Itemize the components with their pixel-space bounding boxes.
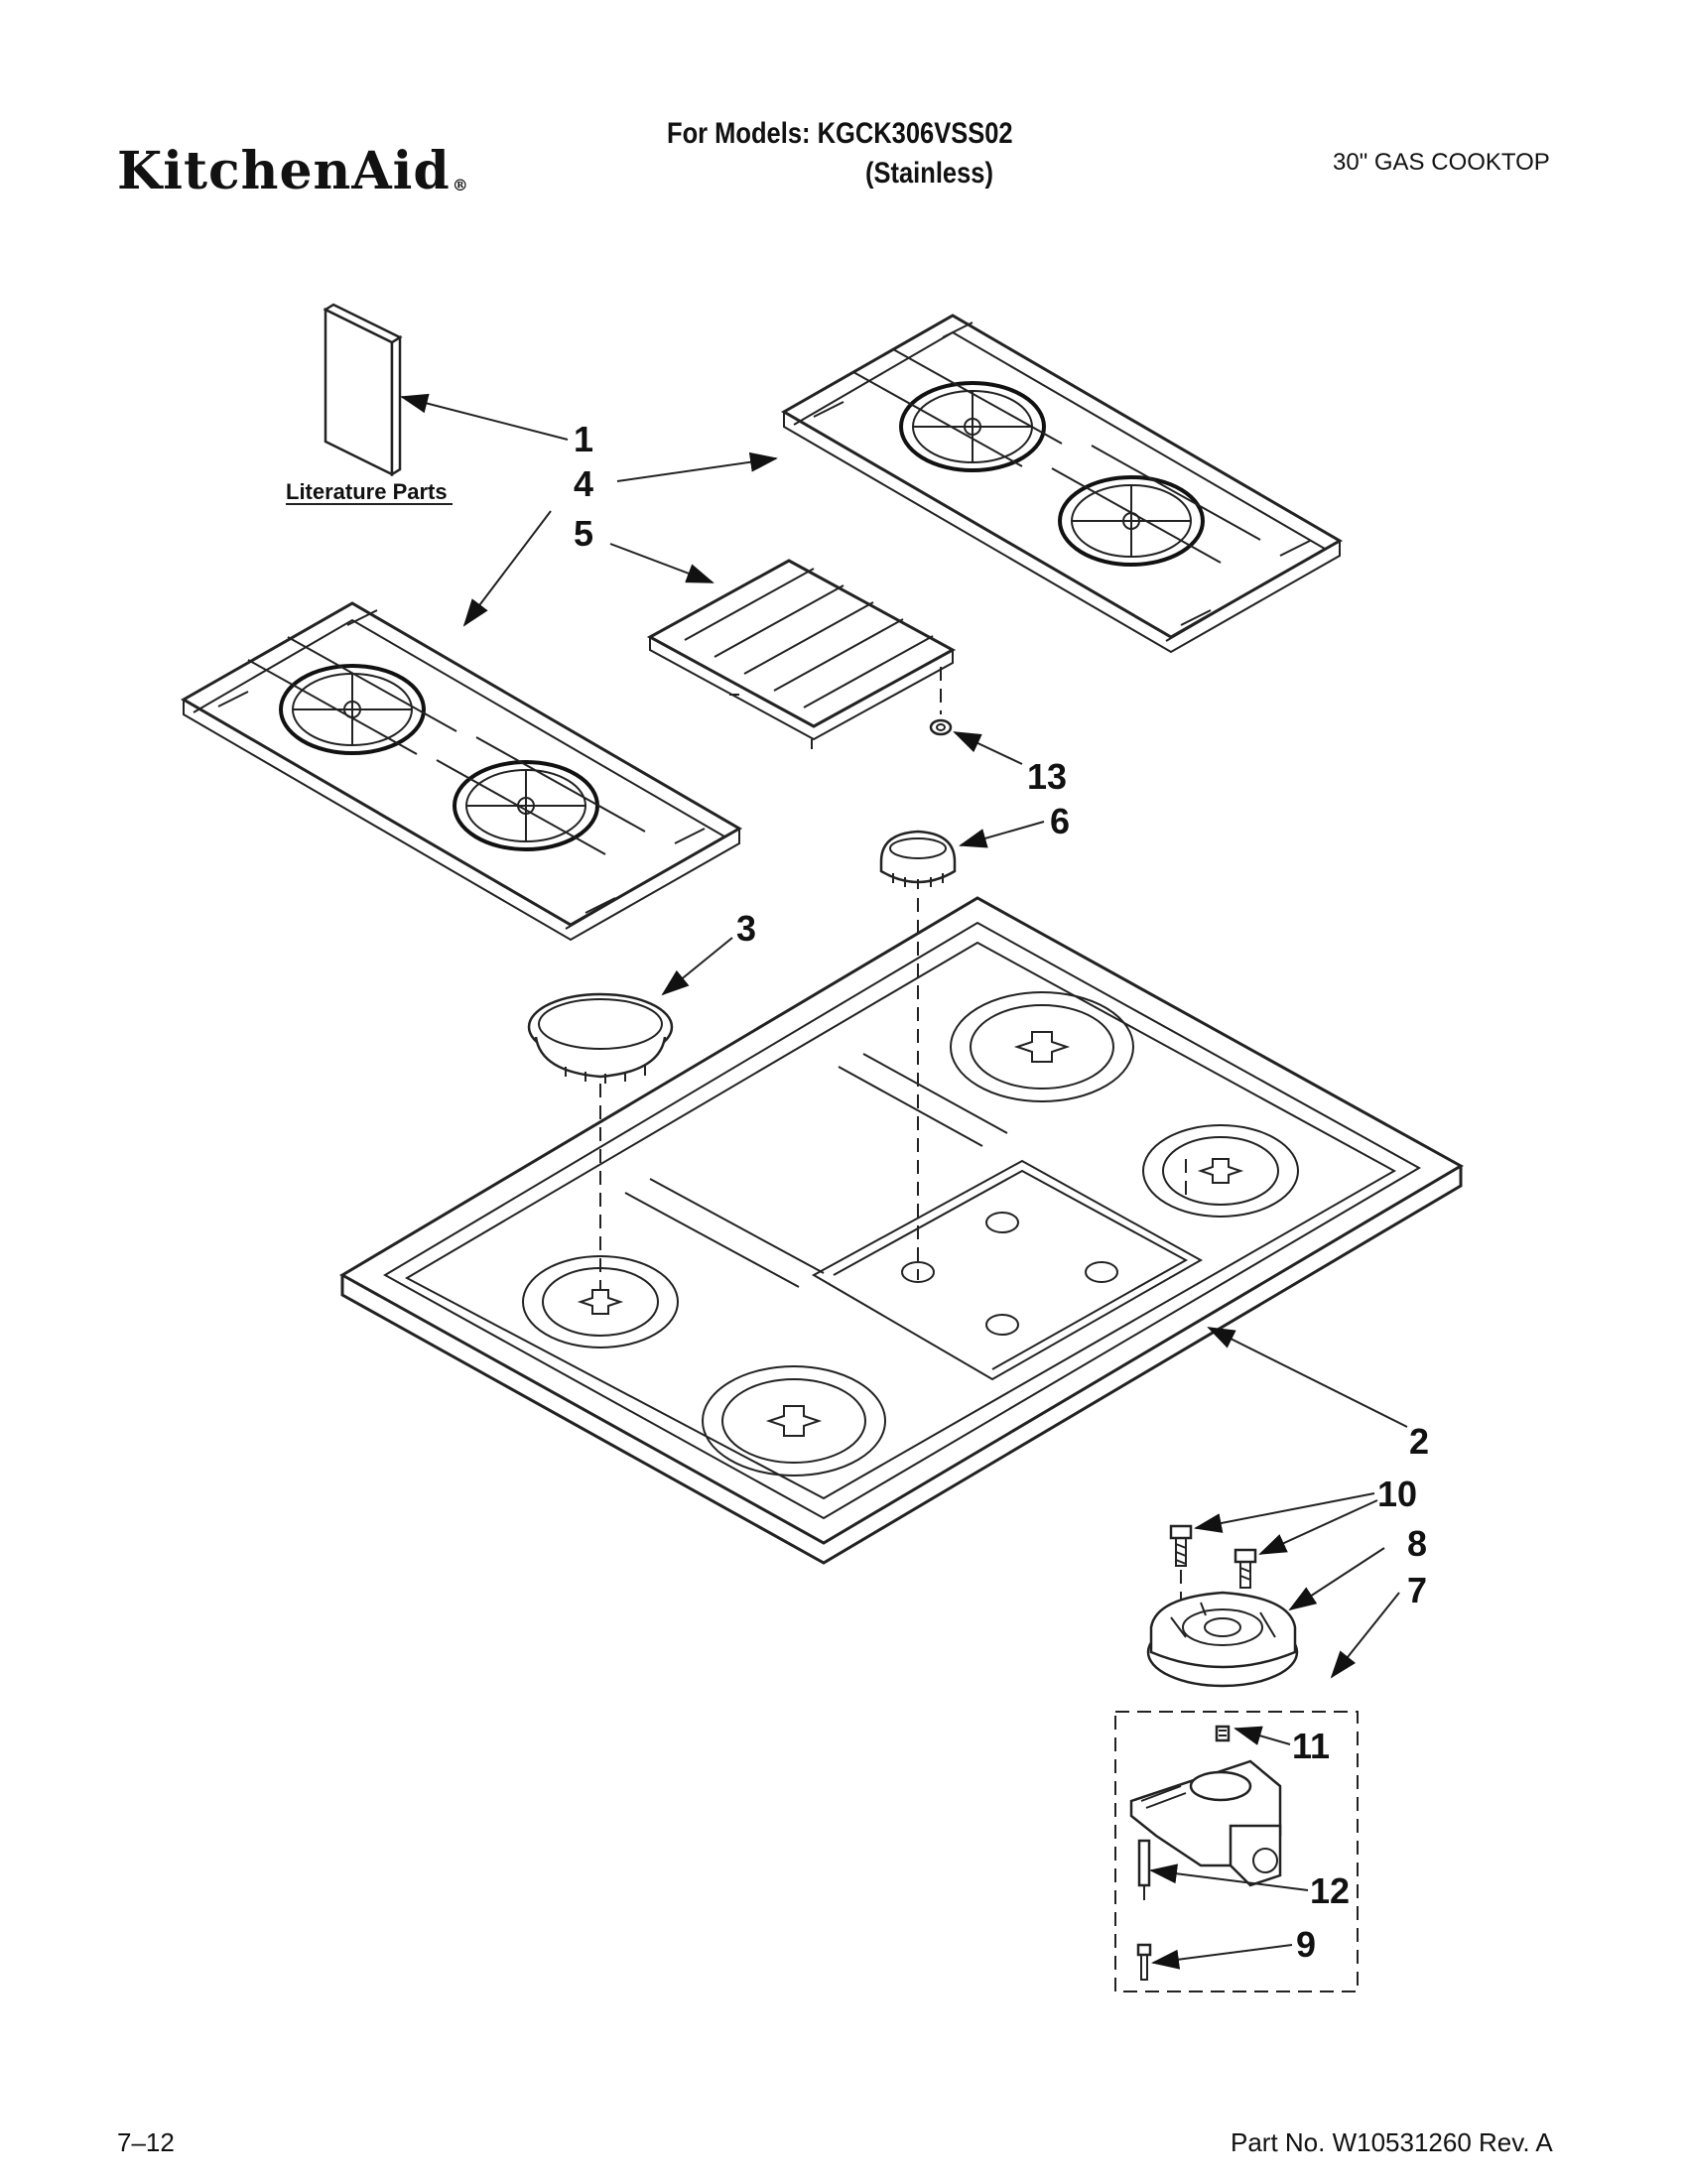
literature-parts-label: Literature Parts	[286, 479, 448, 504]
leader-11	[1234, 1726, 1291, 1745]
burner-base	[1146, 1591, 1299, 1688]
leader-4-left	[462, 510, 552, 627]
leader-10a	[1194, 1492, 1375, 1533]
brand-name: KitchenAid	[117, 141, 451, 201]
burner-cap	[527, 992, 674, 1084]
left-burner-grate	[180, 601, 743, 942]
literature-booklet	[323, 303, 403, 477]
models-line: For Models: KGCK306VSS02	[667, 117, 1013, 150]
leader-8	[1288, 1547, 1385, 1611]
leader-5	[609, 543, 714, 583]
right-burner-grate	[780, 314, 1344, 654]
brand-logo: KitchenAid®	[117, 141, 469, 201]
control-knob	[879, 830, 957, 889]
callout-5: 5	[574, 513, 593, 554]
grate-grommet	[929, 667, 953, 736]
burner-valve	[1129, 1725, 1282, 1981]
callout-13: 13	[1027, 756, 1067, 797]
cooktop-main-top	[338, 896, 1465, 1565]
callout-3: 3	[736, 908, 756, 949]
callout-6: 6	[1050, 801, 1070, 841]
leader-4-right	[616, 451, 778, 482]
leader-10b	[1258, 1499, 1378, 1555]
callout-9: 9	[1296, 1924, 1316, 1965]
callout-7: 7	[1407, 1570, 1427, 1610]
product-title: 30" GAS COOKTOP	[1333, 149, 1550, 176]
mounting-screws	[1169, 1524, 1257, 1589]
callout-4: 4	[574, 463, 593, 504]
leader-9	[1151, 1944, 1293, 1970]
leader-12	[1149, 1863, 1309, 1891]
center-grate	[646, 559, 957, 749]
callout-10: 10	[1377, 1474, 1417, 1514]
callout-2: 2	[1409, 1421, 1429, 1462]
model-variant: (Stainless)	[865, 157, 993, 190]
leader-13	[953, 731, 1023, 765]
leader-7	[1330, 1592, 1400, 1679]
leader-6	[959, 821, 1045, 848]
callout-8: 8	[1407, 1523, 1427, 1564]
callout-1: 1	[574, 419, 593, 459]
callout-12: 12	[1310, 1870, 1350, 1911]
valve-assembly-group	[1114, 1711, 1359, 1992]
page-number: 7–12	[117, 2127, 175, 2157]
leader-2	[1207, 1327, 1408, 1428]
leader-1	[400, 393, 569, 441]
registered-mark: ®	[452, 176, 469, 194]
leader-3	[661, 937, 733, 996]
part-number: Part No. W10531260 Rev. A	[1231, 2127, 1553, 2157]
callout-11: 11	[1292, 1726, 1330, 1766]
